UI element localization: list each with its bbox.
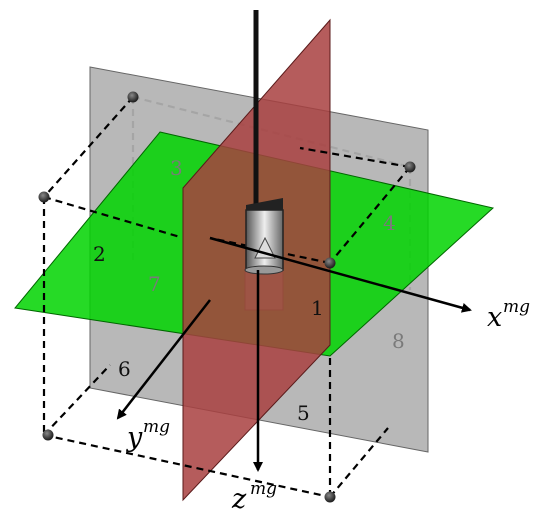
corner-point-icon <box>324 257 336 269</box>
octant-label-7: 7 <box>148 272 161 296</box>
sensor-device-icon <box>244 10 284 275</box>
y-axis-line <box>116 299 211 420</box>
octant-label-6: 6 <box>118 357 131 381</box>
svg-text:x: x <box>487 302 502 333</box>
z-axis-label: z mg <box>231 479 277 515</box>
corner-point-icon <box>127 91 139 103</box>
axes <box>116 236 472 472</box>
octant-label-2: 2 <box>93 242 106 266</box>
octant-label-4: 4 <box>383 211 396 235</box>
corner-point-icon <box>38 191 50 203</box>
x-axis-label: x mg <box>487 297 530 333</box>
svg-text:y: y <box>126 422 143 453</box>
svg-text:mg: mg <box>503 297 530 317</box>
octant-label-1: 1 <box>311 296 324 320</box>
svg-text:mg: mg <box>250 479 277 499</box>
svg-text:z: z <box>231 484 247 515</box>
x-axis-line <box>209 236 472 313</box>
octant-label-5: 5 <box>297 401 310 425</box>
corner-point-icon <box>324 491 336 503</box>
corner-point-icon <box>404 161 416 173</box>
octant-labels: 1 2 3 4 5 6 7 8 <box>93 156 405 425</box>
octant-label-3: 3 <box>170 156 183 180</box>
y-axis-label: y mg <box>126 417 170 453</box>
corner-points <box>38 91 416 503</box>
octant-label-8: 8 <box>392 329 405 353</box>
corner-point-icon <box>42 429 54 441</box>
svg-text:mg: mg <box>143 417 170 437</box>
